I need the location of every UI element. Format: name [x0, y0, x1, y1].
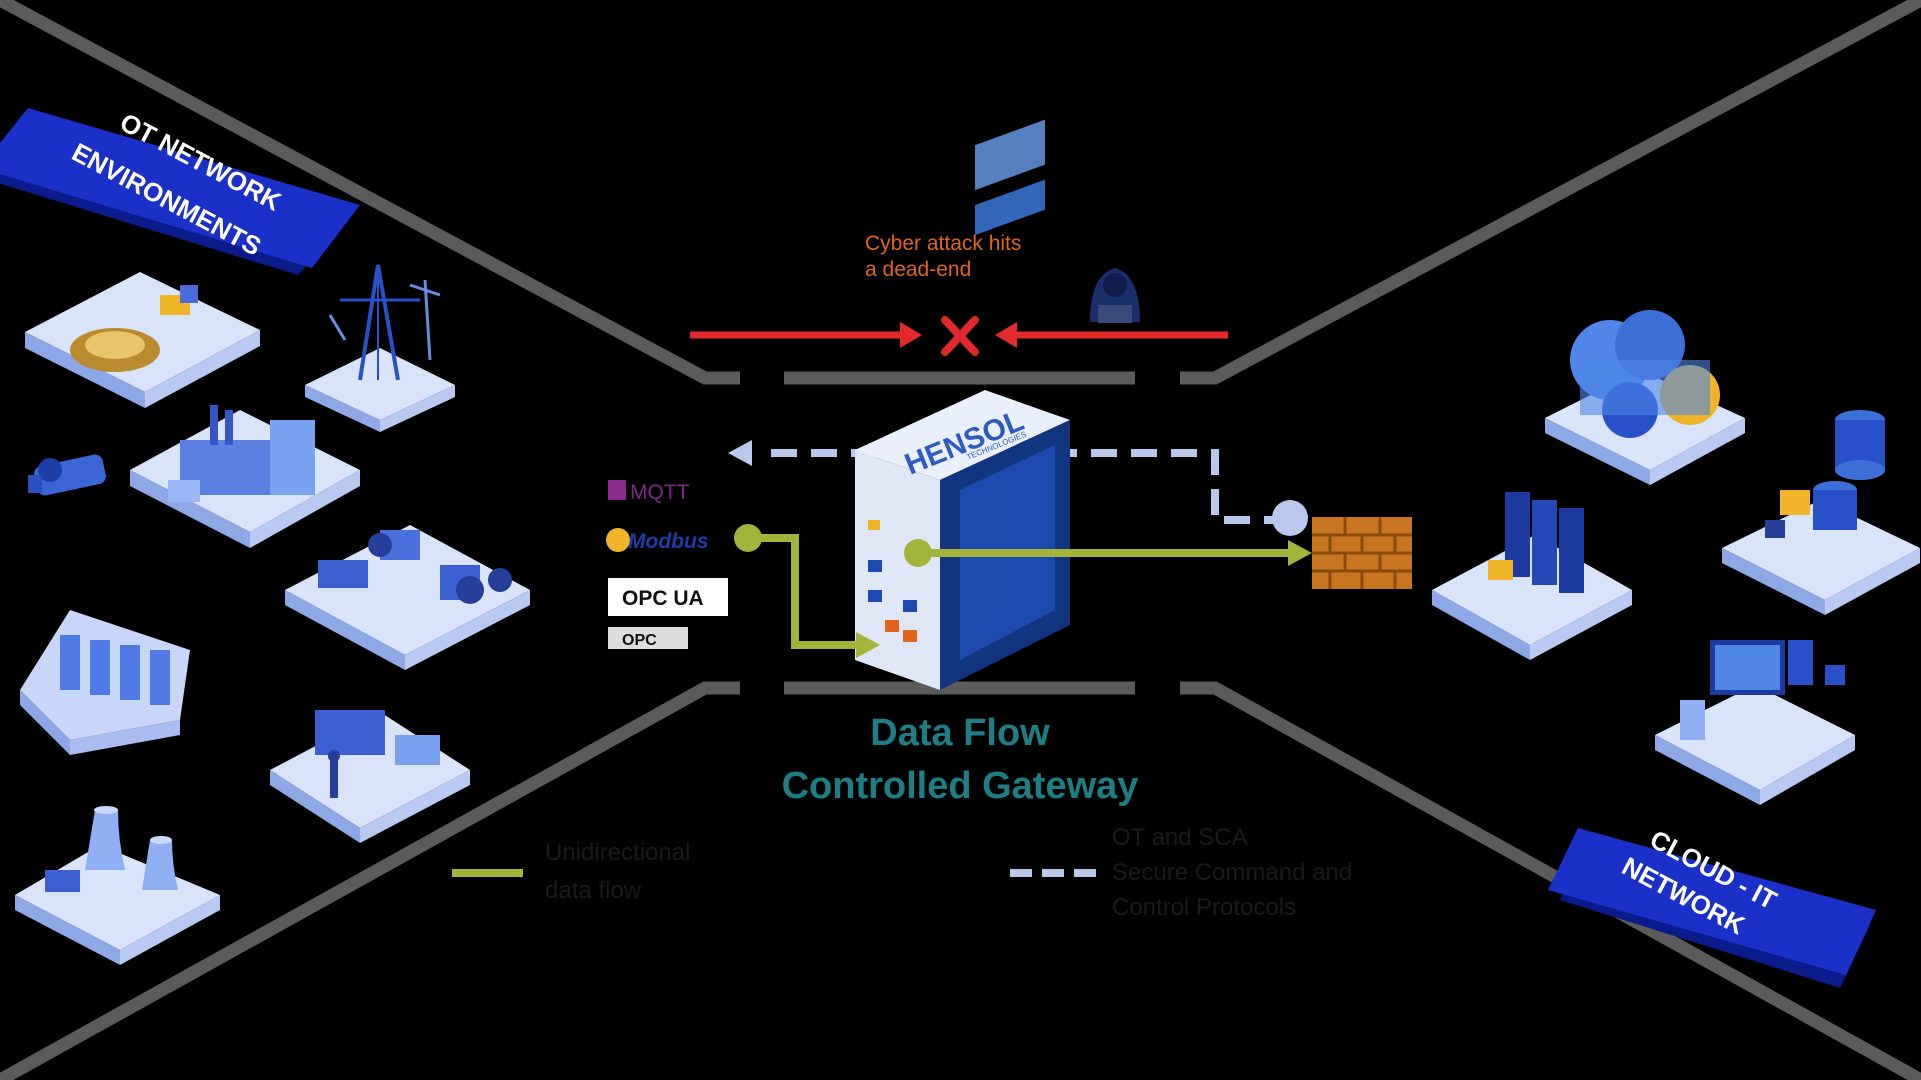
protocol-modbus: Modbus — [606, 528, 708, 553]
server-rack-icon — [1432, 492, 1632, 660]
gateway-box: HENSOL TECHNOLOGIES — [855, 119, 1070, 690]
flow-output-arrow — [1288, 540, 1312, 566]
workstation-icon — [1655, 640, 1855, 805]
protocol-opc-label: OPC — [622, 632, 657, 649]
legend-bi-line1: OT and SCA — [1112, 824, 1248, 851]
lab-icon — [270, 710, 470, 843]
cyber-attack: Cyber attack hits a dead-end — [690, 232, 1228, 356]
hacker-icon — [1090, 268, 1140, 323]
boundary-bottom-left — [0, 681, 740, 1080]
boundary-top-left — [0, 0, 740, 385]
block-x-icon — [941, 316, 979, 356]
dashed-node — [1272, 500, 1308, 536]
legend-bidirectional: OT and SCA Secure Command and Control Pr… — [1010, 824, 1352, 921]
ot-icons — [15, 264, 530, 965]
legend-unidirectional: Unidirectional data flow — [452, 839, 690, 904]
attack-text-line2: a dead-end — [865, 258, 971, 281]
protocol-opc: OPC — [608, 627, 688, 649]
unidirectional-flow — [748, 534, 1290, 649]
gateway-caption-line2: Controlled Gateway — [782, 765, 1139, 807]
dam-icon — [20, 610, 190, 755]
flow-input-line — [748, 534, 858, 649]
protocol-opcua-label: OPC UA — [622, 587, 704, 610]
firewall-icon — [1312, 517, 1412, 589]
gateway-caption-line1: Data Flow — [870, 712, 1050, 754]
cloud-icon — [1545, 310, 1745, 485]
flow-input-node — [734, 524, 762, 552]
excavator-icon — [285, 525, 530, 670]
legend-uni-line2: data flow — [545, 877, 642, 904]
database-icon — [1722, 410, 1920, 615]
protocol-modbus-label: Modbus — [628, 530, 708, 553]
legend: Unidirectional data flow OT and SCA Secu… — [452, 824, 1352, 921]
attack-text-line1: Cyber attack hits — [865, 232, 1021, 255]
flow-output-node — [904, 539, 932, 567]
protocol-list: MQTT Modbus OPC UA OPC — [606, 480, 728, 649]
dashed-arrowhead — [728, 440, 752, 466]
protocol-mqtt-label: MQTT — [630, 481, 690, 504]
camera-icon — [28, 454, 106, 496]
ot-network-label: OT NETWORK ENVIRONMENTS — [0, 107, 360, 275]
flow-input-arrow — [856, 632, 880, 658]
legend-uni-line1: Unidirectional — [545, 839, 690, 866]
protocol-opcua: OPC UA — [608, 578, 728, 616]
wind-turbine-icon — [305, 264, 455, 432]
factory-icon — [130, 405, 360, 548]
protocol-mqtt: MQTT — [608, 480, 690, 504]
mining-plant-icon — [25, 272, 260, 408]
legend-bi-line3: Control Protocols — [1112, 894, 1296, 921]
legend-bi-line2: Secure Command and — [1112, 859, 1352, 886]
cooling-tower-icon — [15, 806, 220, 965]
boundary-bottom-right — [1180, 681, 1921, 1080]
boundary-top-right — [1180, 0, 1921, 385]
it-icons — [1432, 310, 1920, 805]
